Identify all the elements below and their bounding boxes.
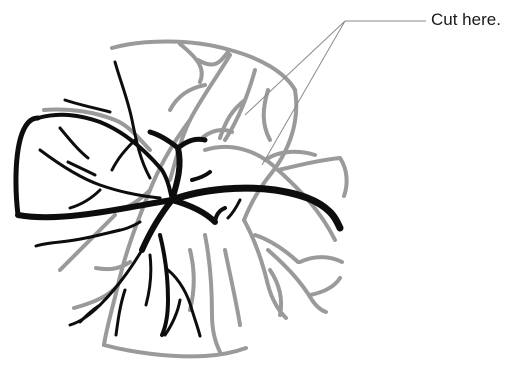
cut-leader-lines xyxy=(245,21,426,165)
cut-roots-solid xyxy=(16,62,340,336)
leader-line-lower xyxy=(262,21,345,165)
cut-here-label: Cut here. xyxy=(431,10,501,30)
